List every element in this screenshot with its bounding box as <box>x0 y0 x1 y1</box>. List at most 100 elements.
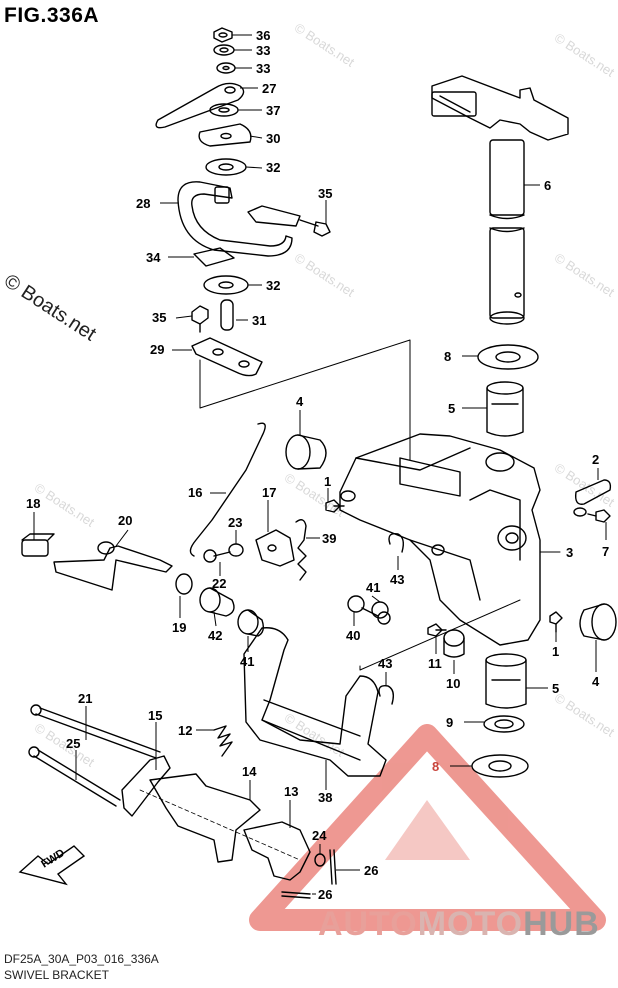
callout: 16 <box>188 485 202 500</box>
callout: 26 <box>364 863 378 878</box>
pin-18 <box>21 539 49 557</box>
callout: 20 <box>118 513 132 528</box>
bolt-22 <box>203 549 231 563</box>
tilt-lock-38 <box>243 627 387 777</box>
callout: 41 <box>366 580 380 595</box>
callout: 30 <box>266 131 280 146</box>
brand-part-hub: HUB <box>523 905 600 943</box>
bushing-5-lower <box>485 653 527 709</box>
bolt-7 <box>587 509 611 523</box>
callout: 1 <box>552 644 559 659</box>
callout: 5 <box>552 681 559 696</box>
callout: 28 <box>136 196 150 211</box>
bracket-13 <box>243 821 311 881</box>
callout: 25 <box>66 736 80 751</box>
callout: 17 <box>262 485 276 500</box>
brand-triangle-logo <box>249 724 606 931</box>
callout: 15 <box>148 708 162 723</box>
callout: 18 <box>26 496 40 511</box>
cotter-pin-26 <box>329 849 337 885</box>
bracket-15 <box>121 755 171 817</box>
callout: 42 <box>208 628 222 643</box>
callout: 4 <box>592 674 600 689</box>
callout: 22 <box>212 576 226 591</box>
bushing-41 <box>237 609 265 637</box>
cotter-pin-26b <box>281 891 311 899</box>
callout: 38 <box>318 790 332 805</box>
callout: 3 <box>566 545 573 560</box>
bracket-14 <box>149 773 261 863</box>
spring-12 <box>213 725 233 757</box>
callout: 41 <box>240 654 254 669</box>
bolt-11 <box>427 623 447 637</box>
bolt-35 <box>299 219 331 237</box>
callout: 1 <box>324 474 331 489</box>
brand-wordmark: AUTOMOTOHUB <box>318 905 600 944</box>
washer-32-lower <box>203 275 249 295</box>
pin-31 <box>220 299 234 331</box>
callout: 24 <box>312 828 327 843</box>
plate-29 <box>191 337 263 377</box>
cam-30 <box>198 123 252 147</box>
plate-34 <box>193 247 235 267</box>
bolt-1-right <box>549 611 563 633</box>
clip-43-lower <box>378 685 395 705</box>
callout: 43 <box>390 572 404 587</box>
fwd-arrow: FWD <box>18 845 86 886</box>
callout: 19 <box>172 620 186 635</box>
shaft-25 <box>28 746 121 807</box>
callout: 32 <box>266 278 280 293</box>
steering-shaft-6 <box>431 75 569 325</box>
callout: 10 <box>446 676 460 691</box>
callout: 7 <box>602 544 609 559</box>
brand-part-auto: AUTO <box>318 905 418 943</box>
callout: 39 <box>322 531 336 546</box>
figure-title: FIG.336A <box>4 4 100 27</box>
bushing-41-right <box>371 601 391 625</box>
nut-36 <box>213 27 233 43</box>
washer-32 <box>205 158 247 176</box>
washer-33 <box>213 44 235 56</box>
bushing-42 <box>199 587 235 617</box>
bolt-35-lower <box>191 305 209 333</box>
callout: 6 <box>544 178 551 193</box>
callout: 36 <box>256 28 270 43</box>
callout: 13 <box>284 784 298 799</box>
bolt-40 <box>347 595 379 617</box>
callout: 26 <box>318 887 332 902</box>
callout: 5 <box>448 401 455 416</box>
callout: 32 <box>266 160 280 175</box>
clip-43 <box>388 533 405 553</box>
washer-9 <box>483 715 525 733</box>
diagram-name: SWIVEL BRACKET <box>4 968 109 982</box>
callout: 29 <box>150 342 164 357</box>
callout: 21 <box>78 691 92 706</box>
callout: 27 <box>262 81 276 96</box>
callout: 8 <box>432 759 439 774</box>
washer-8 <box>477 344 539 370</box>
diagram-code: DF25A_30A_P03_016_336A <box>4 952 159 966</box>
spring-16 <box>189 422 266 557</box>
bushing-4-right <box>579 603 617 641</box>
bushing-5 <box>486 381 524 437</box>
callout: 34 <box>146 250 161 265</box>
bushing-4 <box>285 434 327 470</box>
nut-23 <box>228 543 244 557</box>
callout: 11 <box>428 656 442 671</box>
callout: 33 <box>256 61 270 76</box>
callout: 8 <box>444 349 451 364</box>
bolt-1 <box>325 499 345 513</box>
callout: 35 <box>318 186 332 201</box>
collar-19 <box>175 573 193 595</box>
swivel-bracket-3 <box>339 433 541 646</box>
washer-8-lower <box>471 754 529 778</box>
callout: 31 <box>252 313 266 328</box>
handle-28 <box>177 181 293 257</box>
callout: 33 <box>256 43 270 58</box>
callout: 12 <box>178 723 192 738</box>
callout: 4 <box>296 394 304 409</box>
brand-part-moto: MOTO <box>417 905 524 943</box>
callout: 40 <box>346 628 360 643</box>
